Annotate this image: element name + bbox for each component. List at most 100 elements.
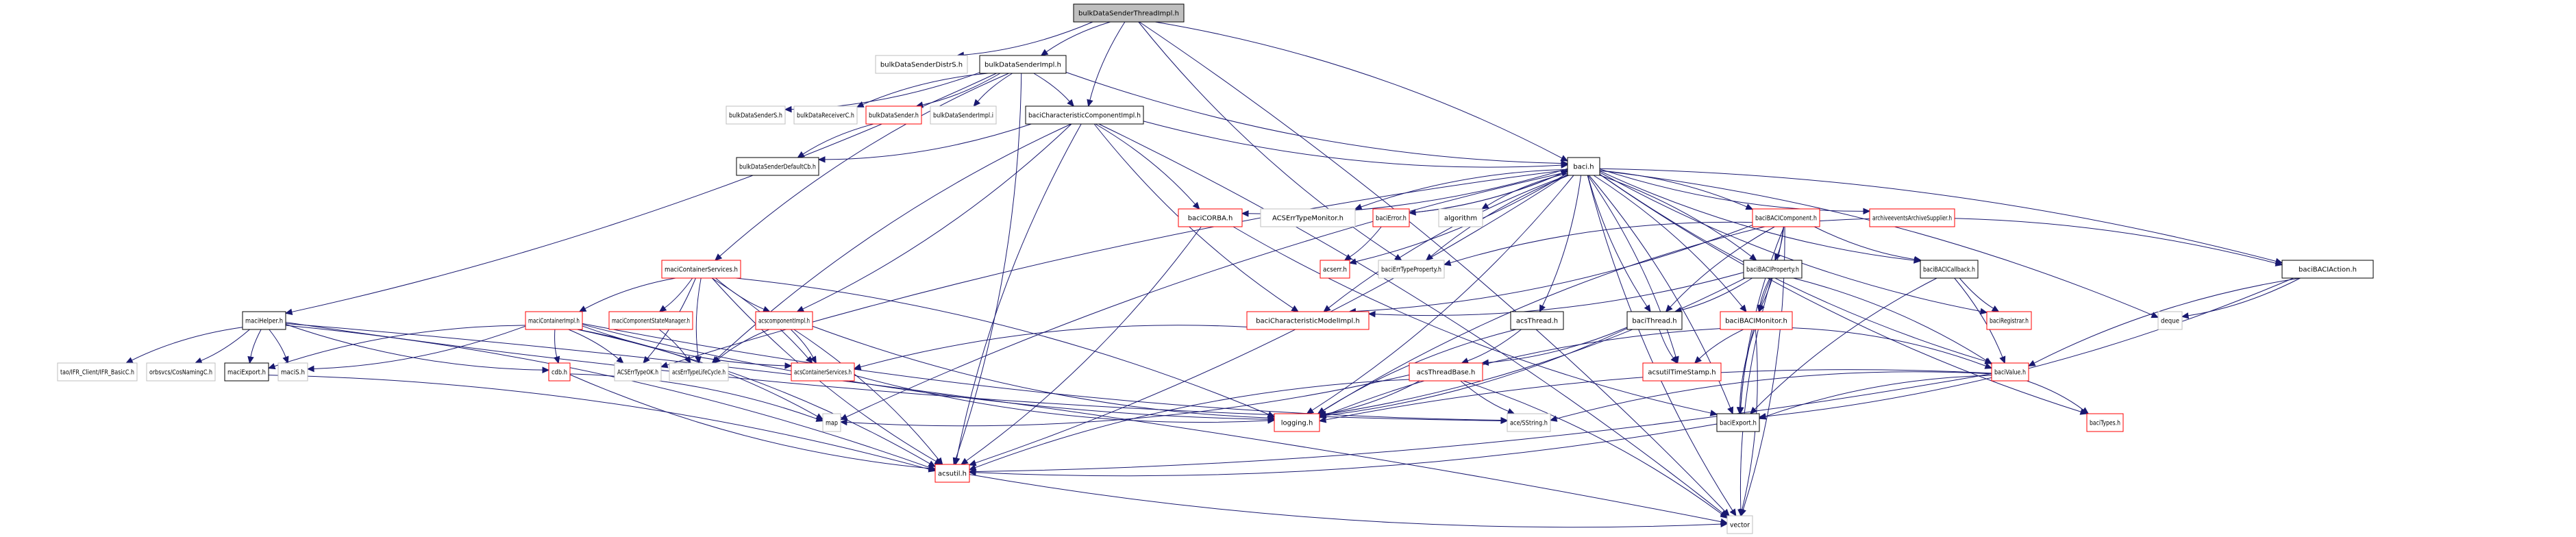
edge-cdb-to-acsutil (569, 374, 937, 472)
node-acscomponentImpl[interactable]: acscomponentImpl.h (755, 311, 813, 330)
node-acsThreadBase[interactable]: acsThreadBase.h (1409, 362, 1483, 382)
edge-line (2033, 277, 2301, 364)
arrowhead-icon (1979, 308, 1988, 315)
node-box (1320, 260, 1350, 279)
node-baciExport[interactable]: baciExport.h (1716, 413, 1760, 432)
node-baciError[interactable]: baciError.h (1372, 208, 1410, 227)
arrowhead-icon (856, 101, 865, 108)
edge-line (975, 423, 1718, 477)
arrowhead-icon (1549, 415, 1558, 422)
node-senderImpl[interactable]: bulkDataSenderImpl.h (979, 55, 1067, 74)
edge-baciBACIProperty-to-baciThread (1674, 277, 1753, 314)
node-maciContainerImpl[interactable]: maciContainerImpl.h (525, 311, 583, 330)
node-box (146, 362, 216, 382)
node-map: map (822, 413, 841, 432)
arrowhead-icon (1087, 99, 1093, 108)
node-baciCORBA[interactable]: baciCORBA.h (1178, 208, 1243, 227)
edge-line (1361, 168, 1568, 208)
node-cosNamingC: orbsvcs/CosNamingC.h (146, 362, 216, 382)
edge-line (2188, 277, 2301, 316)
arrowhead-icon (1539, 304, 1546, 313)
node-acsThread[interactable]: acsThread.h (1510, 311, 1564, 330)
arrowhead-icon (1354, 203, 1363, 210)
node-box (224, 362, 269, 382)
node-logging[interactable]: logging.h (1274, 413, 1320, 432)
edge-line (1599, 174, 2081, 412)
node-box (242, 311, 286, 330)
node-ifrBasicC: tao/IFR_Client/IFR_BasicC.h (57, 362, 138, 382)
node-baciBACIProperty[interactable]: baciBACIProperty.h (1743, 260, 1803, 279)
arrowhead-icon (784, 362, 793, 369)
edge-line (1814, 226, 1915, 260)
node-box (1507, 413, 1551, 432)
node-defaultCb[interactable]: bulkDataSenderDefaultCb.h (736, 157, 819, 176)
edge-line (790, 329, 814, 358)
edge-line (1325, 328, 1721, 416)
node-maciS: maciS.h (277, 362, 308, 382)
node-maciExport[interactable]: maciExport.h (224, 362, 269, 382)
node-baciCMI[interactable]: baciCharacteristicModelImpl.h (1246, 311, 1370, 330)
node-archiveSupplier[interactable]: archiveeventsArchiveSupplier.h (1869, 208, 1955, 227)
edge-line (1323, 226, 1766, 411)
node-label: deque (2161, 318, 2179, 325)
arrowhead-icon (1267, 417, 1276, 424)
node-baci[interactable]: baci.h (1567, 157, 1600, 176)
node-box (1743, 260, 1803, 279)
node-baciBACICallback[interactable]: baciBACICallback.h (1920, 260, 1979, 279)
edge-line (1463, 380, 1723, 515)
node-label: logging.h (1281, 420, 1313, 427)
edge-line (1698, 329, 1744, 360)
edge-acsThreadBase-to-map (839, 374, 1410, 427)
node-cdb[interactable]: cdb.h (548, 362, 571, 382)
node-acsContainerServices[interactable]: acsContainerServices.h (791, 362, 855, 382)
node-baciBACIMonitor[interactable]: baciBACIMonitor.h (1720, 311, 1793, 330)
node-sender[interactable]: bulkDataSender.h (865, 105, 922, 125)
edge-line (695, 277, 702, 358)
node-label: acsThreadBase.h (1417, 369, 1476, 377)
arrowhead-icon (1560, 170, 1569, 177)
edge-baciValue-to-baciExport (1758, 375, 1992, 420)
node-baciValue[interactable]: baciValue.h (1991, 362, 2029, 382)
node-baciTypes[interactable]: baciTypes.h (2086, 413, 2124, 432)
node-acsutilTimeStamp[interactable]: acsutilTimeStamp.h (1642, 362, 1722, 382)
node-baciCCI[interactable]: baciCharacteristicComponentImpl.h (1025, 105, 1144, 125)
node-acsErrTypeLifeCycle: acsErrTypeLifeCycle.h (669, 362, 729, 382)
edge-line (250, 329, 262, 358)
node-label: baciRegistrar.h (1990, 318, 2029, 325)
node-box (661, 260, 741, 279)
edge-baciExport-to-acsutil (968, 423, 1718, 477)
node-box (1752, 208, 1820, 227)
edge-line (584, 277, 676, 310)
edge-baciCCI-to-acsutil (953, 123, 1082, 466)
edge-line (1325, 277, 1746, 415)
edge-baciBACIComponent-to-baciBACIProperty (1774, 226, 1785, 262)
node-root[interactable]: bulkDataSenderThreadImpl.h (1073, 3, 1185, 23)
edge-line (1754, 277, 1937, 410)
arrowhead-icon (1758, 413, 1767, 420)
arrowhead-icon (1745, 203, 1754, 210)
node-baciRegistrar[interactable]: baciRegistrar.h (1986, 311, 2032, 330)
edge-senderImpl-to-maciContainerServices (714, 73, 1009, 261)
node-maciContainerServices[interactable]: maciContainerServices.h (661, 260, 741, 279)
arrowhead-icon (1665, 304, 1673, 312)
node-baciThread[interactable]: baciThread.h (1626, 311, 1683, 330)
node-receiverC: bulkDataReceiverC.h (793, 105, 858, 125)
arrowhead-icon (1709, 410, 1718, 416)
edge-acsThreadBase-to-logging (1318, 380, 1420, 417)
node-baciBACIComponent[interactable]: baciBACIComponent.h (1752, 208, 1820, 227)
node-baciBACIAction[interactable]: baciBACIAction.h (2281, 260, 2374, 279)
node-maciCSM[interactable]: maciComponentStateManager.h (608, 311, 693, 330)
edge-line (845, 171, 1568, 418)
node-acserr[interactable]: acserr.h (1320, 260, 1350, 279)
arrowhead-icon (1991, 305, 2000, 312)
edge-line (1355, 225, 1753, 312)
node-label: baciThread.h (1632, 318, 1676, 325)
edge-baciBACIMonitor-to-baciValue (1792, 327, 1993, 369)
node-label: baciBACIComponent.h (1755, 215, 1817, 223)
node-box (1260, 208, 1356, 227)
node-acsutil[interactable]: acsutil.h (934, 464, 970, 483)
arrowhead-icon (284, 308, 293, 315)
arrowhead-icon (1367, 310, 1376, 318)
edge-baci-to-baciCMI (1323, 175, 1568, 312)
node-maciHelper[interactable]: maciHelper.h (242, 311, 286, 330)
